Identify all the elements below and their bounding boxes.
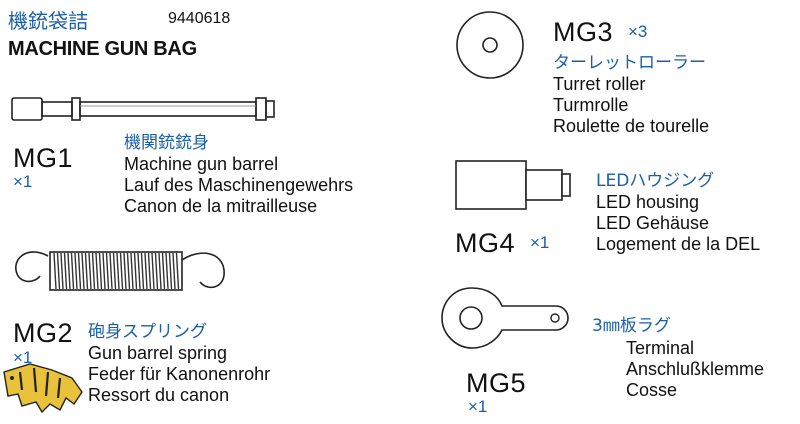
part-qty-mg5: ×1 [468, 397, 488, 416]
part-name-en-mg4: LED housing [596, 192, 700, 212]
part-name-en-mg1: Machine gun barrel [124, 154, 279, 174]
part-name-de-mg3: Turmrolle [553, 95, 629, 115]
part-name-fr-mg3: Roulette de tourelle [553, 116, 710, 136]
part-name-fr-mg5: Cosse [626, 380, 678, 400]
part-name-fr-mg1: Canon de la mitrailleuse [124, 196, 318, 216]
part-name-jp-mg1: 機関銃銃身 [124, 133, 209, 153]
part-name-jp-mg3: ターレットローラー [553, 53, 706, 73]
part-name-jp-mg2: 砲身スプリング [88, 322, 207, 342]
part-name-de-mg1: Lauf des Maschinengewehrs [124, 175, 354, 195]
part-code-mg3: MG3 [553, 17, 614, 47]
title-jp: 機銃袋詰 [8, 9, 88, 33]
part-name-de-mg5: Anschlußklemme [626, 359, 765, 379]
part-qty-mg1: ×1 [13, 172, 33, 191]
part-code-mg5: MG5 [466, 368, 527, 398]
part-code-mg2: MG2 [13, 318, 74, 348]
title-en: MACHINE GUN BAG [8, 38, 197, 60]
part-number: 9440618 [168, 10, 231, 27]
part-name-en-mg2: Gun barrel spring [88, 343, 228, 363]
part-name-fr-mg2: Ressort du canon [88, 385, 230, 405]
part-name-jp-mg4: LEDハウジング [596, 171, 715, 191]
part-code-mg4: MG4 [455, 228, 516, 258]
part-name-de-mg4: LED Gehäuse [596, 213, 710, 233]
part-qty-mg3: ×3 [628, 22, 648, 41]
part-qty-mg2: ×1 [13, 348, 33, 367]
part-name-en-mg3: Turret roller [553, 74, 646, 94]
part-name-de-mg2: Feder für Kanonenrohr [88, 364, 271, 384]
part-name-jp-mg5: 3㎜板ラグ [592, 316, 671, 336]
part-name-fr-mg4: Logement de la DEL [596, 234, 761, 254]
part-code-mg1: MG1 [13, 143, 74, 173]
part-name-en-mg5: Terminal [626, 338, 695, 358]
part-qty-mg4: ×1 [530, 233, 550, 252]
